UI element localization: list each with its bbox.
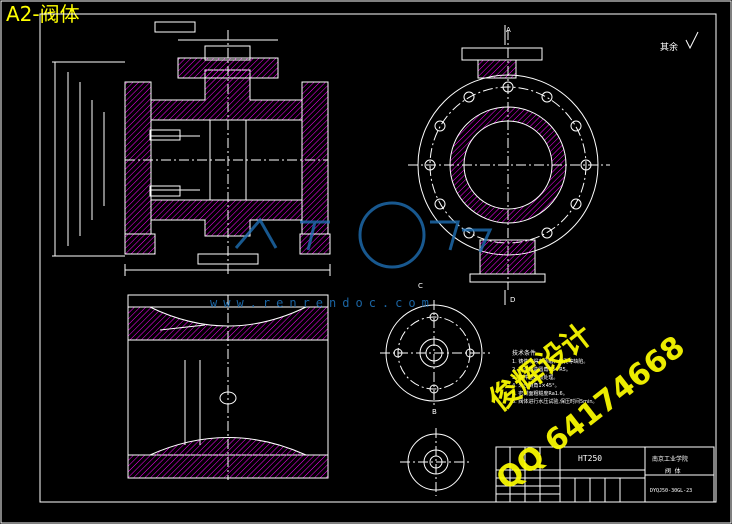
watermark-logo: [234, 201, 493, 269]
tech-note-1: 1. 铸件不得有砂眼、缩孔等缺陷。: [512, 359, 589, 365]
front-section-view: [52, 21, 331, 276]
tech-note-3: 3. 铸件应时效处理。: [512, 375, 559, 381]
title-block-company: 南京工业学院: [652, 456, 689, 463]
title-block-material: HT250: [578, 454, 603, 463]
section-label-d: D: [510, 296, 516, 304]
watermark-url: www.renrendoc.com: [210, 296, 435, 310]
section-label-c: C: [418, 282, 423, 290]
tech-note-2: 2. 未注铸造圆角R3~R5。: [512, 367, 571, 373]
surface-finish-symbol: [685, 31, 699, 50]
bottom-section-view: [127, 294, 329, 480]
tech-notes-heading: 技术条件: [512, 350, 537, 357]
tech-note-6: 6. 阀体进行水压试验,保压时间5min。: [512, 399, 598, 405]
inner-frame: [39, 13, 717, 503]
title-block-drawing-number: DYQJ50-30GL-23: [650, 488, 693, 494]
flange-view-b: [380, 300, 490, 408]
surface-finish-note: 其余: [660, 43, 679, 53]
title-block-part-name: 阀 体: [665, 468, 681, 475]
section-label-b: B: [432, 408, 437, 416]
tech-note-4: 4. 未注倒角1×45°。: [512, 383, 560, 389]
side-view: [408, 25, 610, 305]
section-label-a: A: [506, 26, 511, 34]
tech-note-5: 5. 密封面粗糙度Ra1.6。: [512, 391, 568, 397]
title-block: [495, 446, 715, 503]
flange-view-c: [400, 428, 472, 496]
